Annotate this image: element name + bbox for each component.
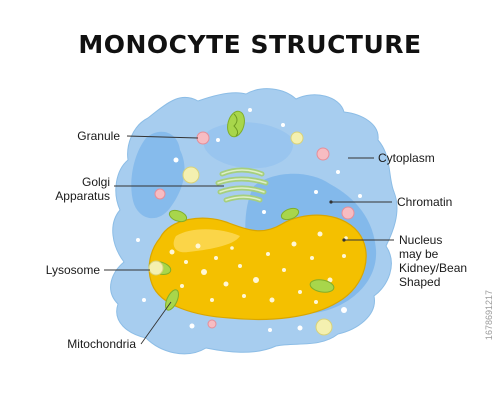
nucleus-highlight bbox=[173, 229, 240, 253]
leader-endpoints bbox=[329, 200, 346, 242]
label-chromatin: Chromatin bbox=[397, 195, 453, 209]
label-lysosome: Lysosome bbox=[45, 263, 100, 277]
label-mitochondria: Mitochondria bbox=[67, 337, 136, 351]
leader-lines bbox=[104, 135, 394, 345]
cytoplasm-inner-left bbox=[131, 131, 185, 219]
cytoplasm-inner-top bbox=[203, 122, 294, 169]
chromatin-dots bbox=[162, 231, 348, 304]
pink-granules bbox=[154, 131, 355, 329]
nucleus bbox=[148, 214, 367, 321]
label-cytoplasm: Cytoplasm bbox=[378, 151, 435, 165]
cytoplasm-dots bbox=[136, 108, 362, 332]
page-title: MONOCYTE STRUCTURE bbox=[78, 30, 422, 59]
label-granule: Granule bbox=[77, 129, 120, 143]
yellow-vesicles bbox=[148, 131, 333, 336]
stock-image-id: 1678691217 bbox=[484, 290, 494, 341]
